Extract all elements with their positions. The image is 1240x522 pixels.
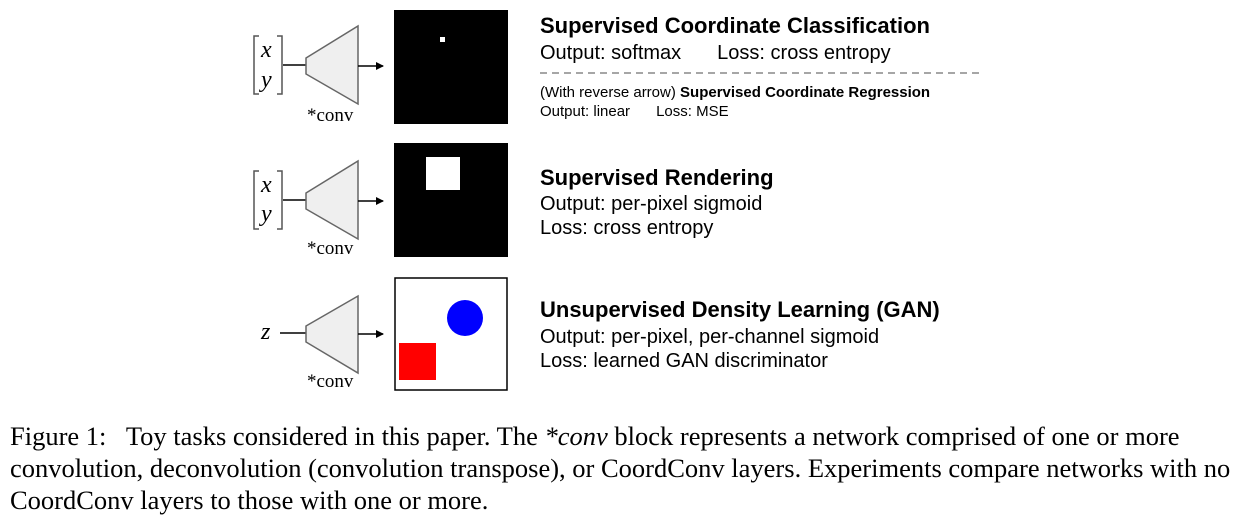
row3-red-square: [399, 343, 436, 380]
row1-output: Output: softmax: [540, 42, 682, 64]
row2-conv-label: *conv: [307, 238, 354, 259]
row1-pixel-dot: [440, 37, 445, 42]
row1-alt-prefix: (With reverse arrow): [540, 84, 676, 101]
row1-output-image: [394, 10, 508, 124]
row1-alt-output: Output: linear: [540, 103, 631, 120]
row1-alt-heading: (With reverse arrow) Supervised Coordina…: [540, 84, 930, 102]
row2-input-x: x: [261, 172, 272, 198]
row1-title: Supervised Coordinate Classification: [540, 13, 930, 38]
row1-conv-block: [305, 24, 359, 106]
row1-loss: Loss: cross entropy: [717, 42, 891, 64]
figure-label: Figure 1:: [10, 421, 107, 451]
row2-title: Supervised Rendering: [540, 165, 774, 190]
row1-output-loss: Output: softmax Loss: cross entropy: [540, 41, 891, 65]
row2-rendered-square: [426, 157, 460, 190]
row1-alt-title: Supervised Coordinate Regression: [680, 84, 931, 101]
caption-emph: *conv: [544, 421, 608, 451]
row2-input-y: y: [261, 201, 272, 227]
row2-input-vector: [253, 170, 283, 230]
row3-title: Unsupervised Density Learning (GAN): [540, 297, 940, 322]
figure-caption: Figure 1: Toy tasks considered in this p…: [10, 420, 1235, 516]
row1-input-x: x: [261, 37, 272, 63]
row3-output: Output: per-pixel, per-channel sigmoid: [540, 326, 880, 348]
toy-tasks-diagram: [253, 10, 984, 391]
row2-conv-block: [305, 159, 359, 241]
row3-loss: Loss: learned GAN discriminator: [540, 350, 828, 372]
row2-loss: Loss: cross entropy: [540, 217, 714, 239]
row3-input-z: z: [261, 319, 271, 345]
row1-input-vector: [253, 35, 283, 95]
row2-output: Output: per-pixel sigmoid: [540, 193, 763, 215]
row1-alt-loss: Loss: MSE: [656, 103, 729, 120]
row3-conv-label: *conv: [307, 371, 354, 392]
row3-blue-circle: [447, 300, 483, 336]
row1-input-y: y: [261, 67, 272, 93]
row1-conv-label: *conv: [307, 105, 354, 126]
caption-text-after: block represents a network comprised of …: [10, 421, 1237, 515]
row1-alt-output-loss: Output: linear Loss: MSE: [540, 103, 729, 121]
caption-text-before: Toy tasks considered in this paper. The: [125, 421, 545, 451]
row3-conv-block: [305, 294, 359, 375]
